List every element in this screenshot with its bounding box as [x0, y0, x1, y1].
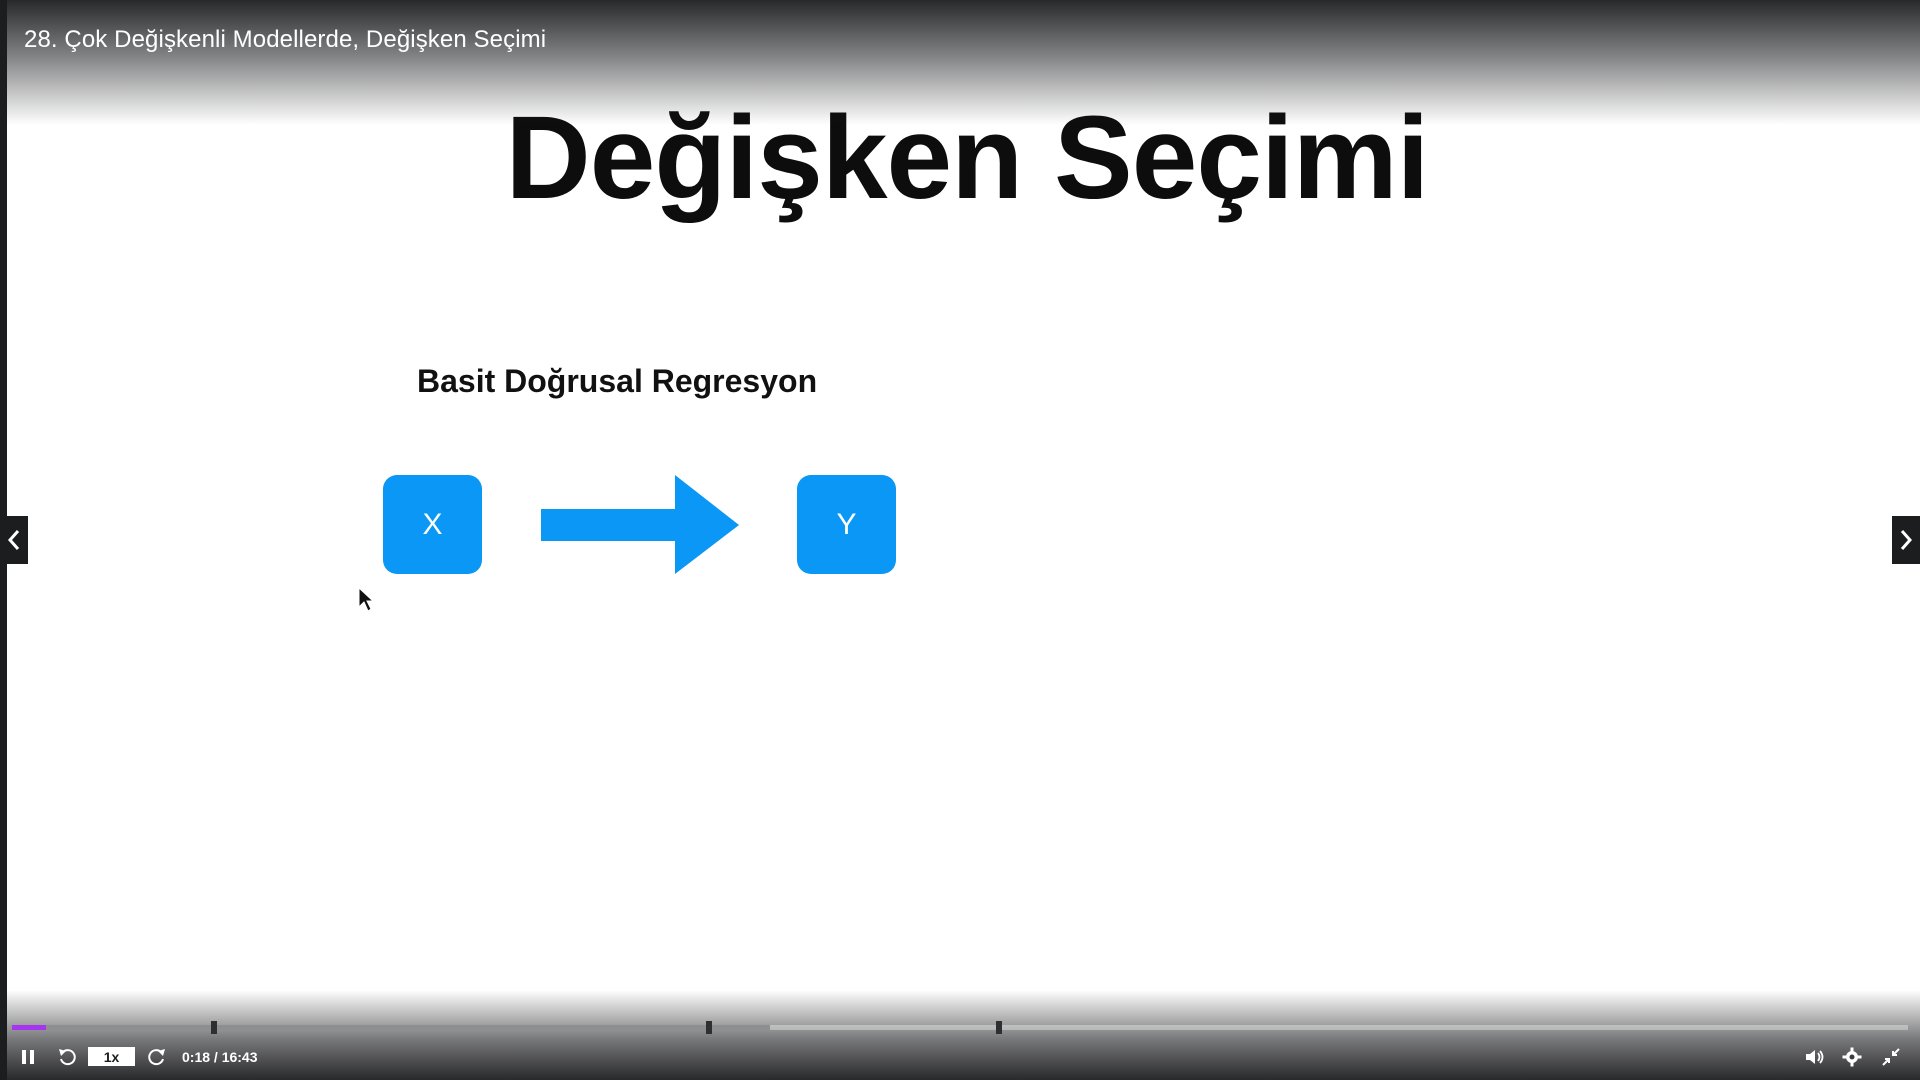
- control-bar: 1x 0:18 / 16:43: [0, 1040, 1920, 1074]
- settings-button[interactable]: [1840, 1046, 1864, 1068]
- slide-frame: Değişken Seçimi Basit Doğrusal Regresyon…: [7, 0, 1920, 1080]
- rewind-button[interactable]: [55, 1046, 79, 1068]
- exit-fullscreen-icon: [1882, 1048, 1900, 1066]
- diagram-arrow: [541, 475, 739, 574]
- pause-button[interactable]: [18, 1047, 38, 1067]
- chapter-marker[interactable]: [211, 1021, 217, 1034]
- next-lecture-button[interactable]: [1892, 516, 1920, 564]
- slide-subtitle: Basit Doğrusal Regresyon: [417, 363, 818, 399]
- previous-lecture-button[interactable]: [0, 516, 28, 564]
- exit-fullscreen-button[interactable]: [1879, 1046, 1903, 1068]
- diagram-node-y: Y: [797, 475, 896, 574]
- chapter-marker[interactable]: [996, 1021, 1002, 1034]
- time-display: 0:18 / 16:43: [182, 1049, 258, 1065]
- forward-button[interactable]: [145, 1046, 169, 1068]
- volume-button[interactable]: [1803, 1046, 1827, 1068]
- controls-overlay: [0, 990, 1920, 1080]
- chevron-right-icon: [1900, 530, 1913, 550]
- pause-icon: [22, 1050, 34, 1064]
- lecture-title: 28. Çok Değişkenli Modellerde, Değişken …: [24, 26, 547, 53]
- diagram-node-x: X: [383, 475, 482, 574]
- progress-buffered: [12, 1025, 771, 1030]
- playback-speed-button[interactable]: 1x: [88, 1047, 135, 1066]
- progress-played: [12, 1025, 47, 1030]
- title-overlay: 28. Çok Değişkenli Modellerde, Değişken …: [0, 0, 1920, 125]
- rewind-icon: [59, 1049, 76, 1066]
- progress-bar[interactable]: [12, 1021, 1908, 1034]
- gear-icon: [1842, 1047, 1862, 1067]
- chevron-left-icon: [7, 530, 20, 550]
- forward-icon: [148, 1049, 165, 1066]
- mouse-cursor-icon: [358, 587, 374, 612]
- chapter-marker[interactable]: [706, 1021, 712, 1034]
- volume-icon: [1806, 1050, 1824, 1064]
